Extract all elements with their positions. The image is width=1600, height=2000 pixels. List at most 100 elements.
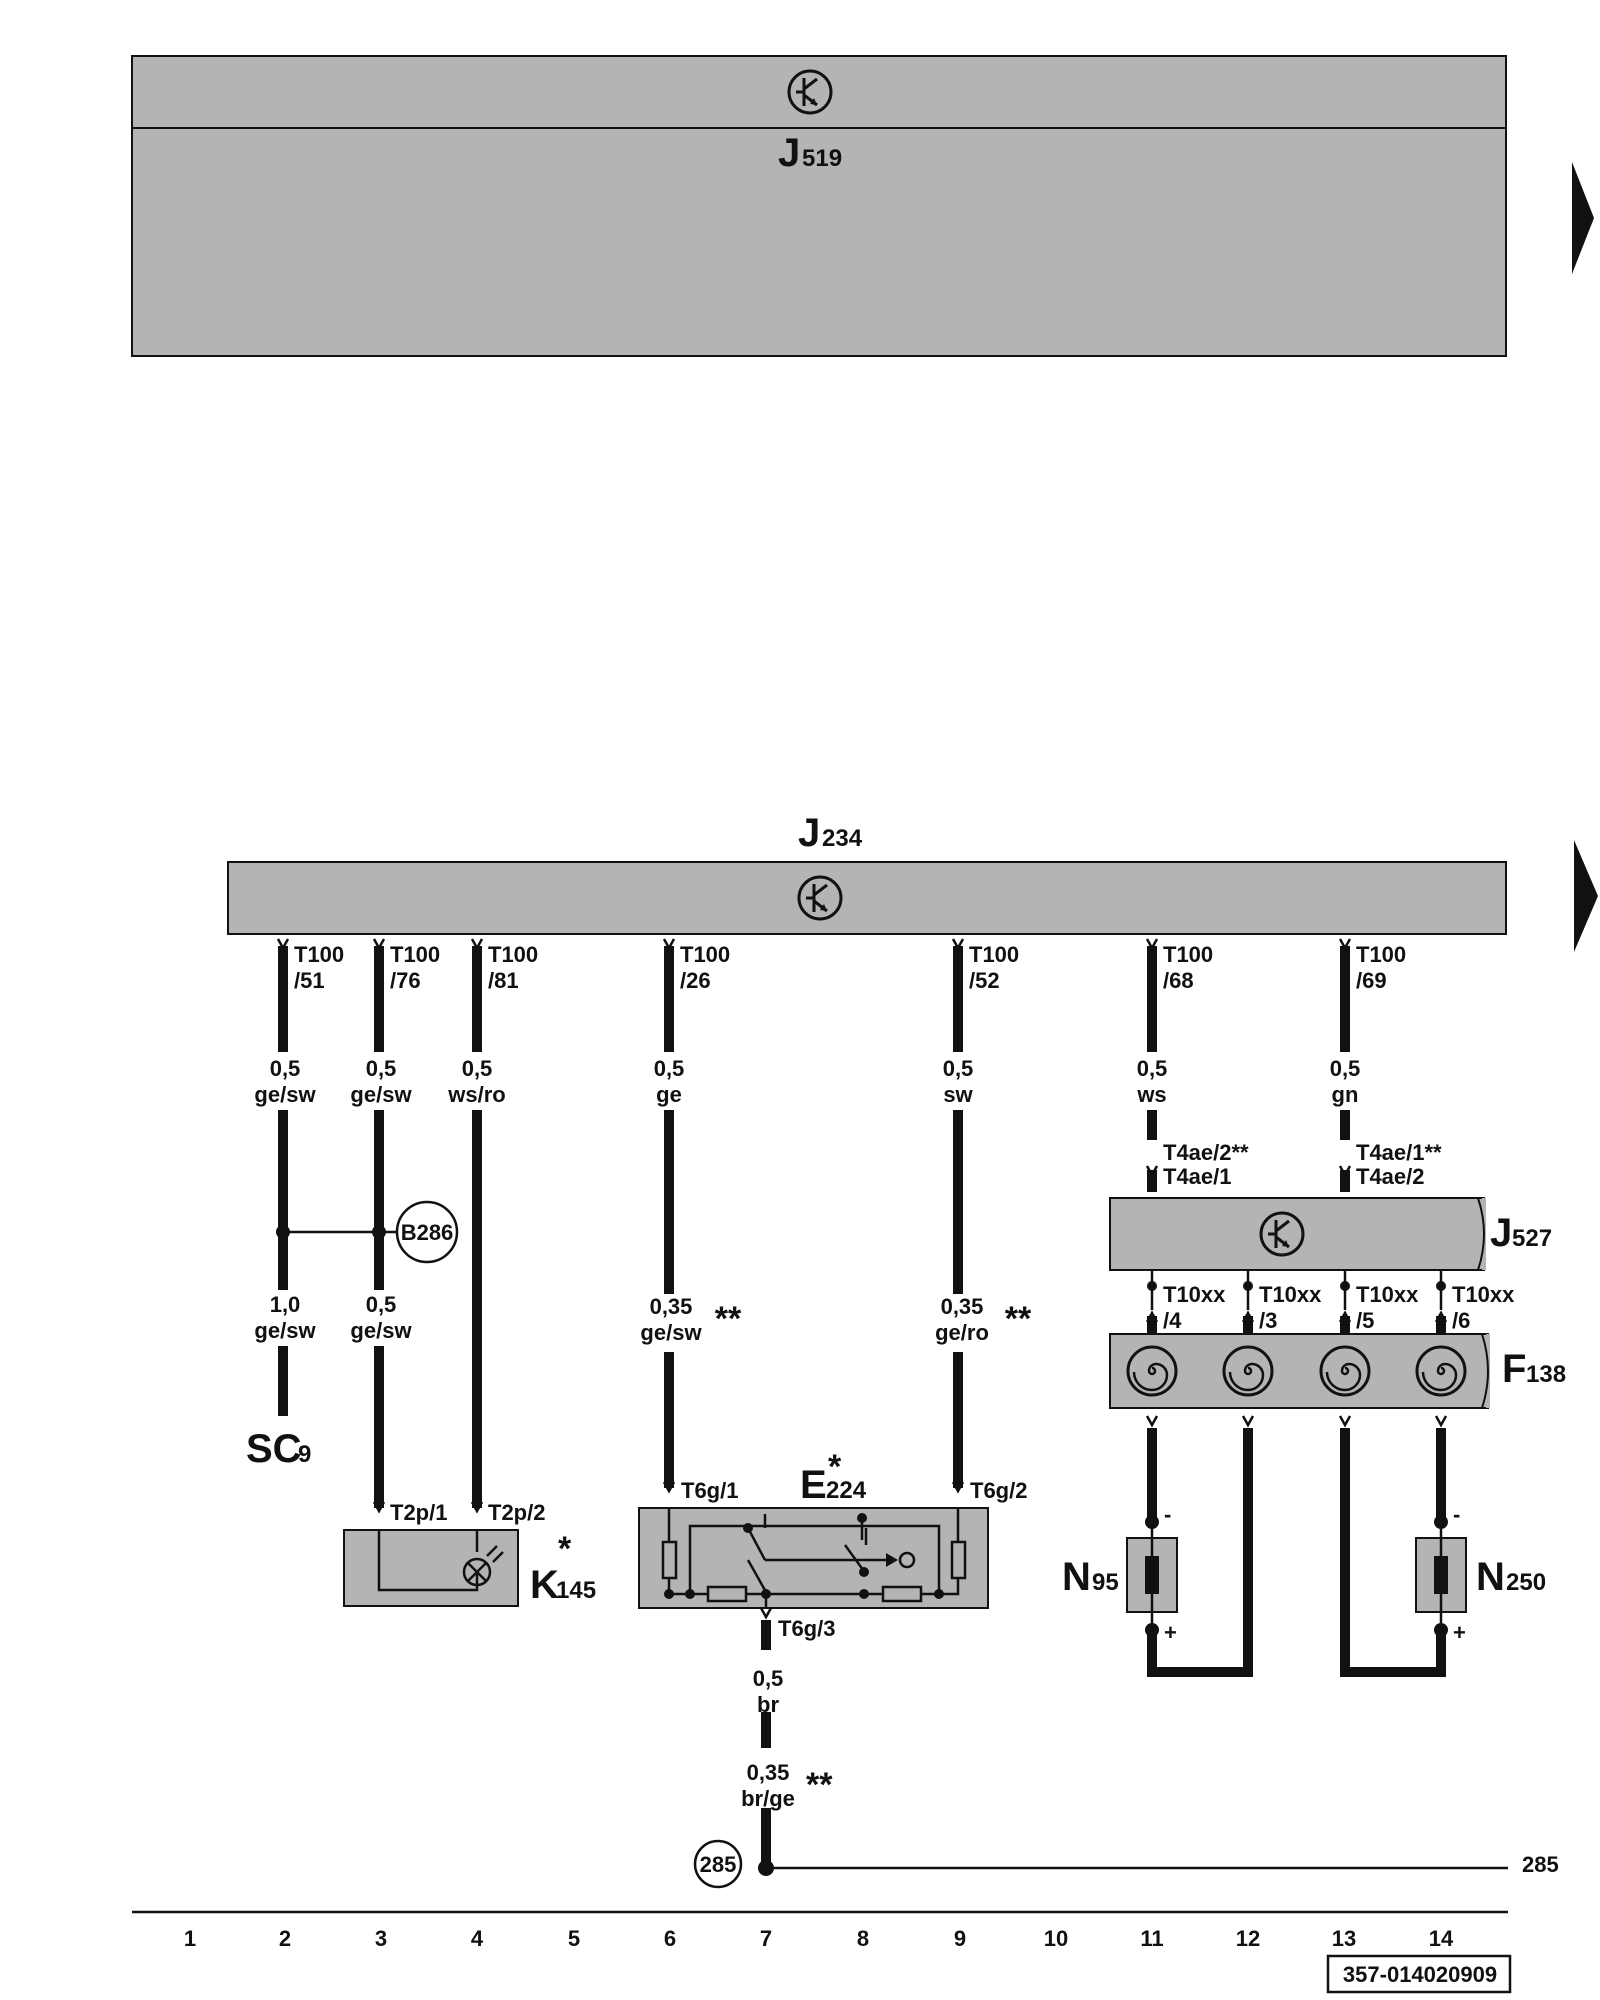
wire-color: ge/sw bbox=[350, 1082, 412, 1107]
wire-mark: ** bbox=[806, 1766, 833, 1804]
track-number: 9 bbox=[954, 1926, 966, 1951]
wire-size: 0,5 bbox=[462, 1056, 493, 1081]
continue-right-arrow-icon bbox=[1574, 840, 1598, 952]
wire-mark: ** bbox=[715, 1300, 742, 1338]
e224-mark: * bbox=[828, 1448, 842, 1486]
splice-label: B286 bbox=[401, 1220, 454, 1245]
control-unit-j519: J 519 bbox=[131, 55, 1507, 357]
e224-sub: 224 bbox=[826, 1477, 867, 1504]
n250-name: N bbox=[1476, 1555, 1505, 1599]
spiral-spring-f138: F 138 bbox=[1109, 1333, 1566, 1409]
wire-color: ge/sw bbox=[254, 1318, 316, 1343]
track-number: 11 bbox=[1140, 1926, 1163, 1951]
polarity-plus: + bbox=[1453, 1620, 1466, 1645]
wire-color: sw bbox=[943, 1082, 973, 1107]
sc9-sub: 9 bbox=[298, 1441, 311, 1468]
track-number: 14 bbox=[1429, 1926, 1454, 1951]
pin-label: T100 bbox=[294, 942, 344, 967]
k145-mark: * bbox=[558, 1530, 572, 1568]
connector-label: T4ae/1** bbox=[1356, 1140, 1442, 1165]
k145-sub: 145 bbox=[556, 1577, 596, 1604]
ground-label: 285 bbox=[700, 1852, 737, 1877]
pin-label: /51 bbox=[294, 968, 325, 993]
track-number: 8 bbox=[857, 1926, 869, 1951]
warning-lamp-k145: T2p/1 T2p/2 K 145 * bbox=[343, 1500, 596, 1607]
igniter-n250: - + N 250 bbox=[1415, 1502, 1546, 1645]
control-unit-j527: J 527 bbox=[1109, 1197, 1552, 1271]
t4ae-connectors: T4ae/2** T4ae/1 T4ae/1** T4ae/2 bbox=[1163, 1140, 1442, 1189]
connector-label: T6g/1 bbox=[681, 1478, 738, 1503]
j519-sub: 519 bbox=[802, 145, 842, 172]
wire-color: br/ge bbox=[741, 1786, 795, 1811]
lamp-icon bbox=[462, 1557, 492, 1587]
connector-label: /5 bbox=[1356, 1308, 1374, 1333]
j234-sub: 234 bbox=[822, 825, 863, 852]
ground-ref-label: 285 bbox=[1522, 1852, 1559, 1877]
connector-label: T10xx bbox=[1356, 1282, 1419, 1307]
n95-name: N bbox=[1062, 1555, 1091, 1599]
igniter-n95: - + N 95 bbox=[1062, 1502, 1178, 1645]
j527-name: J bbox=[1490, 1211, 1512, 1255]
connector-label: T10xx bbox=[1452, 1282, 1515, 1307]
wire-track-7-ground: T6g/3 0,5 br 0,35 br/ge ** 285 285 bbox=[693, 1606, 1559, 1889]
pin-label: /81 bbox=[488, 968, 519, 993]
j234-name: J bbox=[798, 811, 820, 855]
wire-size: 1,0 bbox=[270, 1292, 301, 1317]
wire-size: 0,5 bbox=[654, 1056, 685, 1081]
wire-labels-upper: 0,5 ge/sw 0,5 ge/sw 0,5 ws/ro 0,5 ge 0,5… bbox=[254, 1056, 1360, 1107]
track-number: 7 bbox=[760, 1926, 772, 1951]
n95-sub: 95 bbox=[1092, 1569, 1119, 1596]
e224-name: E bbox=[800, 1463, 827, 1507]
wire-track-4 bbox=[470, 937, 484, 1508]
wire-size: 0,5 bbox=[366, 1056, 397, 1081]
wire-track-3 bbox=[372, 937, 386, 1508]
wire-labels-lower: 1,0 ge/sw 0,5 ge/sw 0,35 ge/sw ** 0,35 g… bbox=[254, 1292, 1032, 1345]
connector-label: T2p/2 bbox=[488, 1500, 545, 1525]
track-number: 13 bbox=[1332, 1926, 1356, 1951]
document-number: 357-014020909 bbox=[1326, 1954, 1512, 1994]
control-unit-j234: J 234 bbox=[227, 811, 1507, 935]
connector-label: T6g/2 bbox=[970, 1478, 1027, 1503]
track-number: 6 bbox=[664, 1926, 676, 1951]
connector-label: T10xx bbox=[1259, 1282, 1322, 1307]
track-number: 10 bbox=[1044, 1926, 1068, 1951]
wire-color: ge/sw bbox=[640, 1320, 702, 1345]
wire-color: ws/ro bbox=[447, 1082, 505, 1107]
t10-connectors: T10xx /4 T10xx /3 T10xx /5 T10xx /6 bbox=[1145, 1270, 1515, 1334]
connector-label: T6g/3 bbox=[778, 1616, 835, 1641]
f138-sub: 138 bbox=[1526, 1361, 1566, 1388]
track-number: 3 bbox=[375, 1926, 387, 1951]
wire-size: 0,5 bbox=[943, 1056, 974, 1081]
n250-sub: 250 bbox=[1506, 1569, 1546, 1596]
j519-name: J bbox=[778, 131, 800, 175]
wire-color: ge/sw bbox=[350, 1318, 412, 1343]
pin-label: T100 bbox=[1356, 942, 1406, 967]
track-number: 2 bbox=[279, 1926, 291, 1951]
splice-b286: B286 bbox=[276, 1200, 459, 1264]
wire-track-11 bbox=[1145, 937, 1159, 1192]
connector-label: T2p/1 bbox=[390, 1500, 447, 1525]
wire-color: ge bbox=[656, 1082, 682, 1107]
wire-track-13 bbox=[1338, 937, 1352, 1192]
fuse-sc9: SC 9 bbox=[246, 1427, 311, 1471]
polarity-minus: - bbox=[1453, 1502, 1460, 1527]
pin-label: T100 bbox=[1163, 942, 1213, 967]
connector-label: T4ae/1 bbox=[1163, 1164, 1232, 1189]
wire-track-9 bbox=[951, 937, 965, 1488]
j527-sub: 527 bbox=[1512, 1225, 1552, 1252]
track-number: 4 bbox=[471, 1926, 484, 1951]
polarity-plus: + bbox=[1164, 1620, 1177, 1645]
pin-label: T100 bbox=[680, 942, 730, 967]
connector-label: /3 bbox=[1259, 1308, 1277, 1333]
wire-size: 0,5 bbox=[1137, 1056, 1168, 1081]
wire-track-2 bbox=[276, 937, 290, 1416]
wire-color: ws bbox=[1136, 1082, 1166, 1107]
connector-label: T4ae/2** bbox=[1163, 1140, 1249, 1165]
sc9-name: SC bbox=[246, 1427, 302, 1471]
polarity-minus: - bbox=[1164, 1502, 1171, 1527]
wire-size: 0,5 bbox=[270, 1056, 301, 1081]
pin-labels: T100 /51 T100 /76 T100 /81 T100 /26 T100… bbox=[294, 942, 1406, 993]
airbag-igniter-wiring bbox=[1145, 1414, 1448, 1677]
pin-label: /26 bbox=[680, 968, 711, 993]
